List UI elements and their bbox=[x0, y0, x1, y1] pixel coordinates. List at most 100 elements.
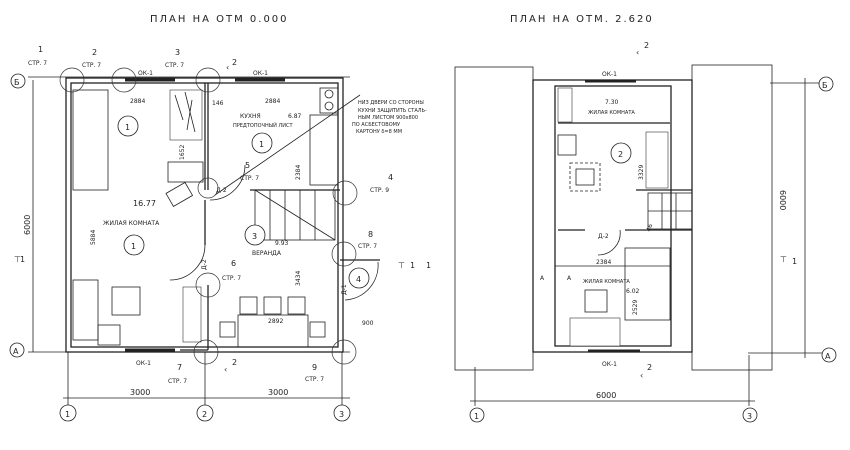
sofa bbox=[72, 279, 99, 341]
section-arrow-icon: ‹ bbox=[226, 63, 229, 72]
preheating-sheet bbox=[167, 161, 204, 183]
inner-wall bbox=[554, 85, 672, 347]
window-label: ОК-1 bbox=[602, 71, 617, 78]
room-area: 6.02 bbox=[626, 288, 640, 295]
section-mark: 1 bbox=[792, 257, 797, 266]
dimension: 1652 bbox=[179, 145, 186, 160]
section-arrow-icon: ‹ bbox=[224, 365, 227, 374]
axis-bubble-b: Б bbox=[818, 76, 834, 92]
callout-number: 8 bbox=[368, 230, 373, 239]
callout-ref: СТР. 7 bbox=[222, 275, 241, 282]
callout-circle bbox=[331, 339, 357, 365]
roof-slope-left bbox=[454, 66, 534, 371]
callout-circle bbox=[59, 67, 85, 93]
callout-number: 7 bbox=[177, 363, 182, 372]
callout-circle bbox=[195, 272, 221, 298]
callout-number: 2 bbox=[92, 48, 97, 57]
section-arrow-icon: ⊤ bbox=[14, 255, 21, 264]
bed bbox=[569, 317, 621, 347]
section-mark: 2 bbox=[232, 58, 237, 67]
wardrobe bbox=[645, 131, 669, 189]
callout-ref: СТР. 7 bbox=[168, 378, 187, 385]
room-number: 1 bbox=[131, 242, 136, 251]
door-swing bbox=[344, 261, 379, 301]
axis-label: Б bbox=[822, 81, 828, 90]
room-name: ЖИЛАЯ КОМНАТА bbox=[583, 279, 630, 285]
callout-number: 5 bbox=[245, 161, 250, 170]
ground-plan-title: ПЛАН НА ОТМ 0.000 bbox=[150, 14, 289, 25]
axis-bubble-3: 3 bbox=[742, 407, 758, 423]
dimension: 3000 bbox=[130, 388, 150, 397]
room-number-circle bbox=[123, 234, 145, 256]
note-line: НЫМ ЛИСТОМ 900х800 bbox=[358, 115, 418, 121]
callout-ref: СТР. 7 bbox=[82, 62, 101, 69]
axis-bubble-2: 2 bbox=[196, 404, 214, 422]
chair bbox=[263, 296, 282, 315]
dimension: 5884 bbox=[90, 230, 97, 245]
section-arrow-icon: ‹ bbox=[640, 371, 643, 380]
dimension: 900 bbox=[362, 320, 374, 327]
room-number-circle bbox=[610, 142, 632, 164]
door-swing bbox=[209, 164, 246, 201]
room-number: 4 bbox=[356, 275, 361, 284]
door-label: Д-2 bbox=[216, 187, 227, 194]
room-area: 7.30 bbox=[605, 99, 619, 106]
room-number-circle bbox=[117, 115, 139, 137]
note-line: КУХНИ ЗАЩИТИТЬ СТАЛЬ- bbox=[358, 108, 427, 114]
section-mark: 1 bbox=[426, 261, 431, 270]
door-label: Д-2 bbox=[201, 259, 208, 270]
dimension: 46 bbox=[645, 223, 654, 233]
stairs bbox=[254, 189, 336, 241]
section-arrow-icon: ⊤ bbox=[780, 255, 787, 264]
door-swing bbox=[597, 229, 621, 256]
ground-floor-plan: ПЛАН НА ОТМ 0.000 bbox=[9, 14, 431, 422]
window-label: ОК-1 bbox=[136, 360, 151, 367]
dimension: 3329 bbox=[638, 165, 645, 180]
upper-plan-title: ПЛАН НА ОТМ. 2.620 bbox=[510, 14, 654, 25]
armchair bbox=[97, 324, 121, 346]
dimension: 2384 bbox=[596, 259, 611, 266]
axis-bubble-a: А bbox=[821, 347, 837, 363]
chair bbox=[557, 134, 577, 156]
callout-ref: СТР. 7 bbox=[305, 376, 324, 383]
burner bbox=[324, 101, 334, 111]
axis-label: 3 bbox=[339, 410, 344, 419]
window-label: ОК-1 bbox=[253, 70, 268, 77]
window-label: ОК-1 bbox=[138, 70, 153, 77]
axis-label: 3 bbox=[747, 412, 752, 421]
table-top bbox=[575, 168, 595, 186]
outer-wall bbox=[65, 77, 344, 353]
dimension: 146 bbox=[212, 100, 224, 107]
dimension: 6000 bbox=[23, 215, 32, 235]
room-name: КУХНЯ bbox=[240, 113, 261, 120]
room-area: 9.93 bbox=[275, 240, 289, 247]
door-swing bbox=[169, 244, 206, 281]
room-number: 1 bbox=[125, 123, 130, 132]
kitchen-note: ПРЕДТОПОЧНЫЙ ЛИСТ bbox=[233, 122, 293, 129]
callout-circle bbox=[111, 67, 137, 93]
chair bbox=[219, 321, 236, 338]
door-label: Д-1 bbox=[341, 284, 348, 295]
room-number-circle bbox=[348, 267, 370, 289]
cooktop bbox=[319, 87, 339, 114]
section-mark: 2 bbox=[644, 41, 649, 50]
room-number-circle bbox=[244, 224, 266, 246]
section-mark: А bbox=[567, 275, 572, 282]
section-mark: 1 bbox=[20, 255, 25, 264]
dimension: 6000 bbox=[596, 391, 616, 400]
callout-circle bbox=[197, 177, 219, 199]
note-line: КАРТОНУ δ=8 ММ bbox=[356, 129, 402, 135]
note-line: НИЗ ДВЕРИ СО СТОРОНЫ bbox=[358, 100, 424, 106]
section-arrow-icon: ‹ bbox=[636, 48, 639, 57]
callout-ref: СТР. 7 bbox=[165, 62, 184, 69]
